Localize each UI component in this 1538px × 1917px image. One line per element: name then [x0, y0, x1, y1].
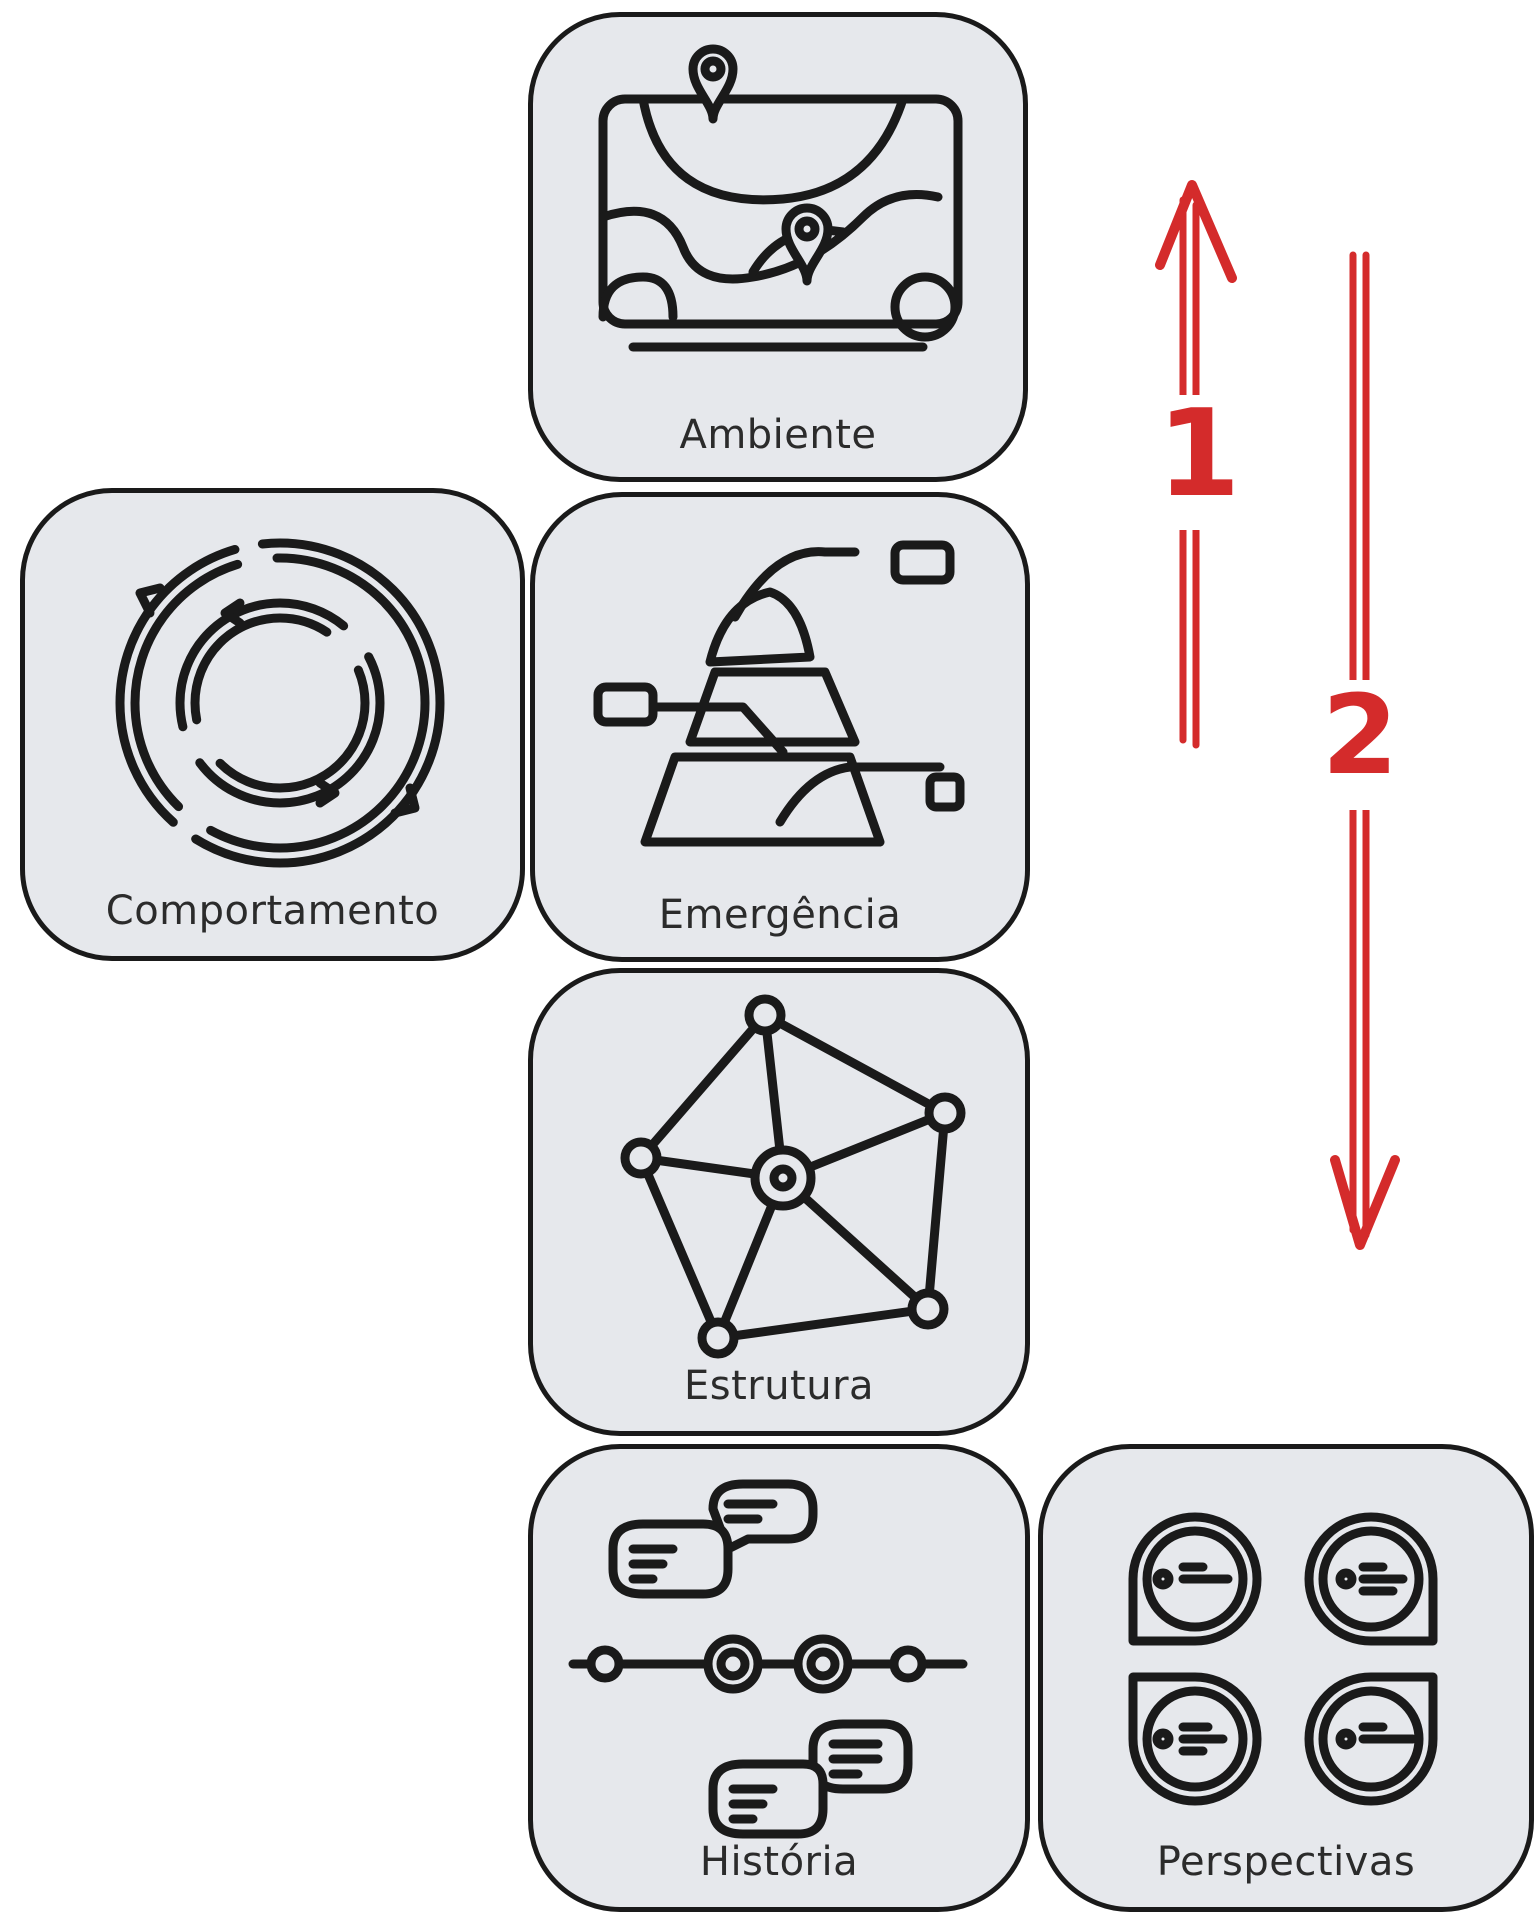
card-historia: História [528, 1444, 1030, 1912]
card-perspectivas: Perspectivas [1038, 1444, 1534, 1912]
card-label: Comportamento [105, 888, 440, 934]
timeline-icon [568, 1479, 968, 1839]
card-label: Emergência [658, 892, 902, 938]
card-label: Estrutura [683, 1363, 875, 1409]
arrow-1-label: 1 [1157, 395, 1241, 530]
pyramid-icon [593, 540, 965, 847]
map-icon [598, 44, 963, 352]
card-label: Perspectivas [1156, 1839, 1416, 1885]
network-icon [620, 994, 966, 1359]
arrow-2-label: 2 [1320, 680, 1400, 810]
card-estrutura: Estrutura [528, 968, 1030, 1436]
perspectives-icon [1128, 1512, 1438, 1806]
card-ambiente: Ambiente [528, 12, 1028, 482]
card-comportamento: Comportamento [20, 488, 525, 961]
card-emergencia: Emergência [530, 492, 1030, 962]
card-label: História [699, 1839, 859, 1885]
card-label: Ambiente [679, 412, 877, 458]
cycle-icon [115, 538, 445, 868]
